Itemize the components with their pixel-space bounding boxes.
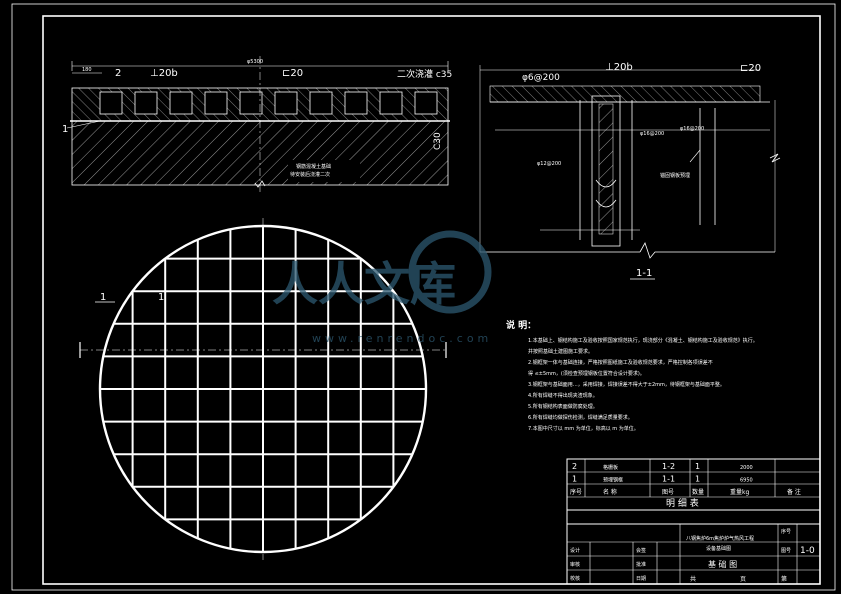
seq-label: 序号 (781, 528, 791, 535)
row-label2-1: 日期 (636, 576, 646, 582)
table-cell-drawing: 1-2 (662, 462, 675, 471)
note-item: 5.所有钢结构表面做防腐处理。 (528, 403, 598, 410)
grade-label: C30 (433, 132, 443, 150)
bottom-left: 共 (690, 575, 696, 583)
beam-slot (344, 91, 368, 115)
dia-a-label: φ12@200 (537, 161, 561, 167)
watermark: 人人文库 www.renrendoc.com (272, 230, 492, 345)
dia-b-label: φ16@200 (640, 131, 664, 137)
table-cell-drawing: 1-1 (662, 475, 675, 484)
table-cell-weight: 6950 (740, 478, 753, 484)
channel-label: ⊏20 (282, 68, 303, 79)
no-label: 图号 (781, 548, 791, 554)
right-channel-label: ⊏20 (740, 63, 761, 74)
row-label2-0: 校核 (570, 575, 580, 582)
section-mark-right: 1 (158, 292, 164, 303)
table-title: 明 细 表 (666, 497, 699, 509)
beam-slot (134, 91, 158, 115)
left-section: φ5300 180 2 ⊥20b ⊏20 二次浇灌 c35 1 C30 钢筋混凝… (62, 56, 452, 192)
table-cell-weight: 2000 (740, 465, 753, 471)
row-label-0: 设计 (570, 547, 580, 554)
th-remark: 备 注 (787, 488, 801, 496)
watermark-url: www.renrendoc.com (312, 332, 492, 345)
row-label-1: 审核 (570, 561, 580, 568)
grating-plan: 1 1 (79, 218, 448, 560)
beam-slot (204, 91, 228, 115)
table-cell-no: 1 (572, 475, 577, 484)
drawing-name: 设备基础图 (706, 545, 731, 552)
rebar-label: φ6@200 (522, 73, 560, 83)
section-title: 1-1 (636, 268, 652, 279)
watermark-logo-icon (408, 230, 492, 314)
th-qty: 数量 (692, 488, 704, 496)
note-line2: 待安装后浇灌二次 (290, 171, 330, 178)
right-section: φ6@200 ⊥20b ⊏20 锚固钢板预埋 φ12@200 φ16@200 φ… (479, 62, 781, 280)
beam-slot (99, 91, 123, 115)
beam-slot (309, 91, 333, 115)
note-item: 2.钢框架一体与基础连接，严格按照图纸施工及验收规范要求，严格控制各项误差不 (528, 359, 713, 366)
th-weight: 重量kg (730, 488, 749, 496)
note-item: 3.钢框架与基础面用…，采用焊接，焊接误差不得大于±2mm，待钢框架与基础面平整… (528, 381, 725, 388)
drawing-type: 基 础 图 (708, 559, 737, 569)
note-item: 4.所有焊缝不得出现夹渣现象。 (528, 392, 598, 399)
note-line1: 钢筋混凝土基础 (296, 163, 331, 170)
title-block: 八钢焦炉6m焦炉炉气热风工程 设备基础图 基 础 图 序号 图号 1-0 设计 … (566, 523, 821, 585)
label-2: 2 (115, 68, 121, 79)
note-item: 得 ≤±5mm，(须检查预埋钢板位置符合设计要求)。 (528, 370, 645, 377)
outer-frame (11, 3, 836, 591)
anchor-label: 锚固钢板预埋 (660, 172, 690, 179)
th-drawing: 图号 (662, 489, 674, 496)
concrete-label: 二次浇灌 c35 (397, 68, 452, 80)
table-cell-name: 格栅板 (603, 464, 618, 471)
inner-frame (42, 15, 821, 585)
note-item: 6.所有焊缝均做探伤检测，焊缝满足质量要求。 (528, 414, 633, 421)
bottom-mid: 页 (740, 576, 746, 583)
beam-label: ⊥20b (150, 68, 178, 79)
overall-dim-text: φ5300 (247, 59, 263, 65)
label-1: 1 (62, 124, 68, 135)
section-mark-left: 1 (100, 292, 106, 303)
beam-slot (274, 91, 298, 115)
beam-slot (169, 91, 193, 115)
parts-table: 2 格栅板 1-2 1 2000 1 预埋钢框 1-1 1 6950 序号 名 称 图号 数量 重… (566, 458, 821, 525)
table-cell-no: 2 (572, 462, 577, 471)
note-item: 7.本图中尺寸以 mm 为单位，标高以 m 为单位。 (528, 425, 639, 432)
row-label-3: 批准 (636, 561, 646, 568)
notes-heading: 说 明： (506, 319, 536, 331)
beam-slot (239, 91, 263, 115)
beam-slot (414, 91, 438, 115)
right-beam-label: ⊥20b (605, 62, 633, 73)
th-name: 名 称 (603, 488, 617, 496)
drawing-no: 1-0 (800, 546, 815, 556)
table-cell-qty: 1 (695, 462, 700, 471)
note-item: 1.本基础上、钢结构施工及验收按照国家规范执行，现浇部分《混凝土、钢结构施工及验… (528, 337, 758, 344)
table-cell-qty: 1 (695, 475, 700, 484)
row-label-2: 会签 (636, 547, 646, 554)
beam-slot (379, 91, 403, 115)
note-item: 并按照基础土建图施工要求。 (528, 348, 593, 355)
table-cell-name: 预埋钢框 (603, 477, 623, 484)
th-no: 序号 (570, 488, 582, 496)
project-name: 八钢焦炉6m焦炉炉气热风工程 (686, 535, 754, 542)
notes: 说 明： 1.本基础上、钢结构施工及验收按照国家规范执行，现浇部分《混凝土、钢结… (506, 319, 758, 432)
left-dim-text: 180 (82, 67, 92, 73)
dia-c-label: φ16@200 (680, 126, 704, 132)
bottom-right: 第 (781, 575, 787, 583)
